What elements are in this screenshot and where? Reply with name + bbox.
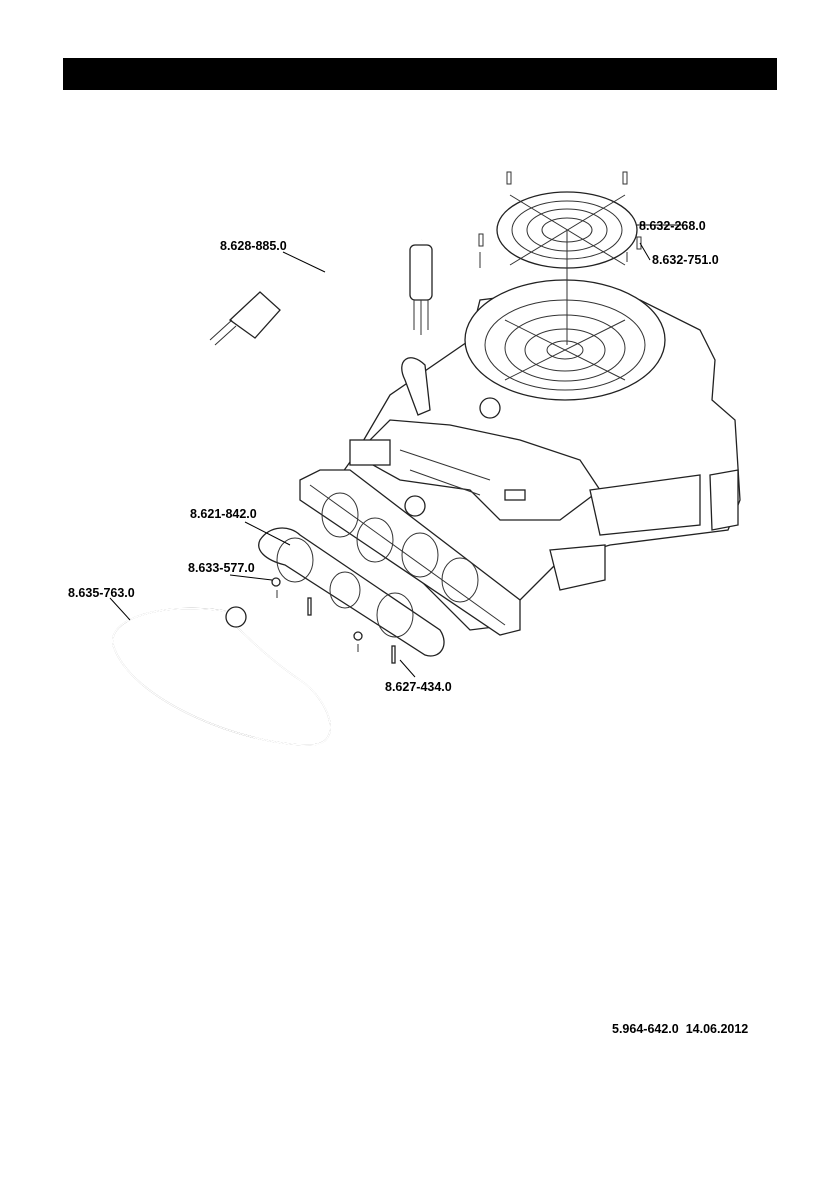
header-bar <box>63 58 777 90</box>
part-label-outlet-cover: 8.621-842.0 <box>190 507 257 521</box>
part-label-fan-grille: 8.632-268.0 <box>639 219 706 233</box>
document-date: 14.06.2012 <box>685 1022 749 1036</box>
part-label-power-cord: 8.628-885.0 <box>220 239 287 253</box>
power-cord-drawing <box>209 177 433 416</box>
part-label-outlet-screw: 8.627-434.0 <box>385 680 452 694</box>
footer: 5.964-642.0 14.06.2012 <box>612 1022 748 1036</box>
part-label-grille-screw: 8.632-751.0 <box>652 253 719 267</box>
leader-lines <box>109 224 682 678</box>
document-number: 5.964-642.0 <box>612 1022 679 1036</box>
part-label-bungee-cord: 8.635-763.0 <box>68 586 135 600</box>
outlet-cover-drawing <box>258 527 445 664</box>
air-mover-body <box>299 279 741 636</box>
bungee-cord-drawing <box>112 606 331 746</box>
part-label-nut: 8.633-577.0 <box>188 561 255 575</box>
fan-grille-drawing <box>478 171 642 345</box>
